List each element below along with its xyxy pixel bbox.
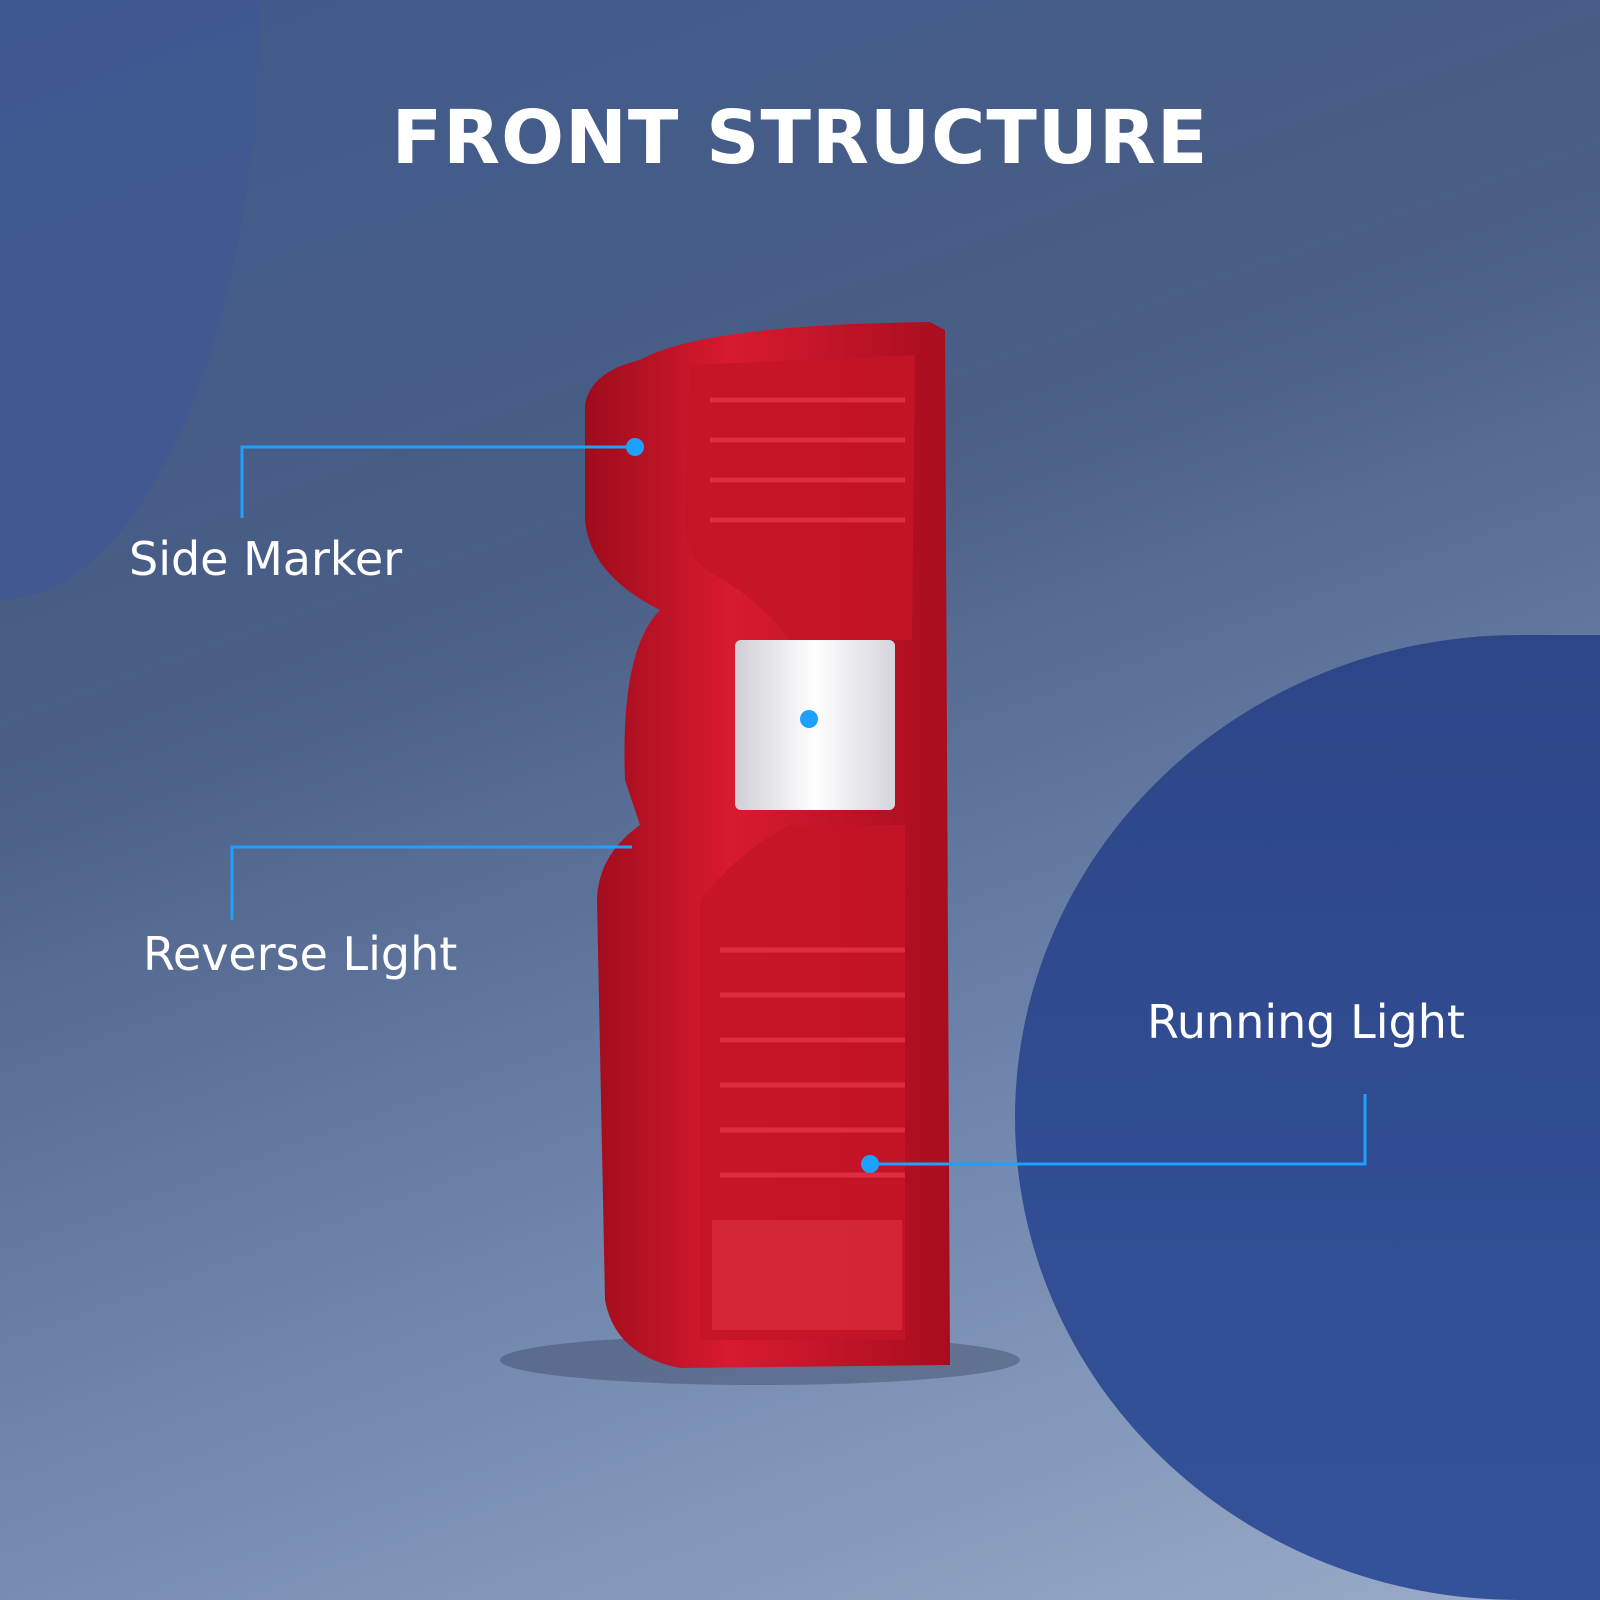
reverse-light-callout-line	[230, 845, 632, 920]
reverse-light-label: Reverse Light	[143, 927, 458, 981]
lower-lens-ribs	[720, 947, 905, 1178]
callout-lines	[230, 445, 1367, 1166]
side-marker-label: Side Marker	[129, 532, 403, 586]
upper-lens	[685, 355, 915, 640]
reflector	[712, 1220, 902, 1330]
side-marker-callout-line	[240, 445, 635, 518]
page-title: FRONT STRUCTURE	[391, 95, 1209, 181]
running-light-dot	[861, 1155, 879, 1173]
running-light-callout-line	[870, 1094, 1367, 1166]
upper-lens-ribs	[710, 397, 905, 523]
reverse-light-dot	[800, 710, 818, 728]
side-marker-dot	[626, 438, 644, 456]
running-light-label: Running Light	[1147, 995, 1465, 1049]
